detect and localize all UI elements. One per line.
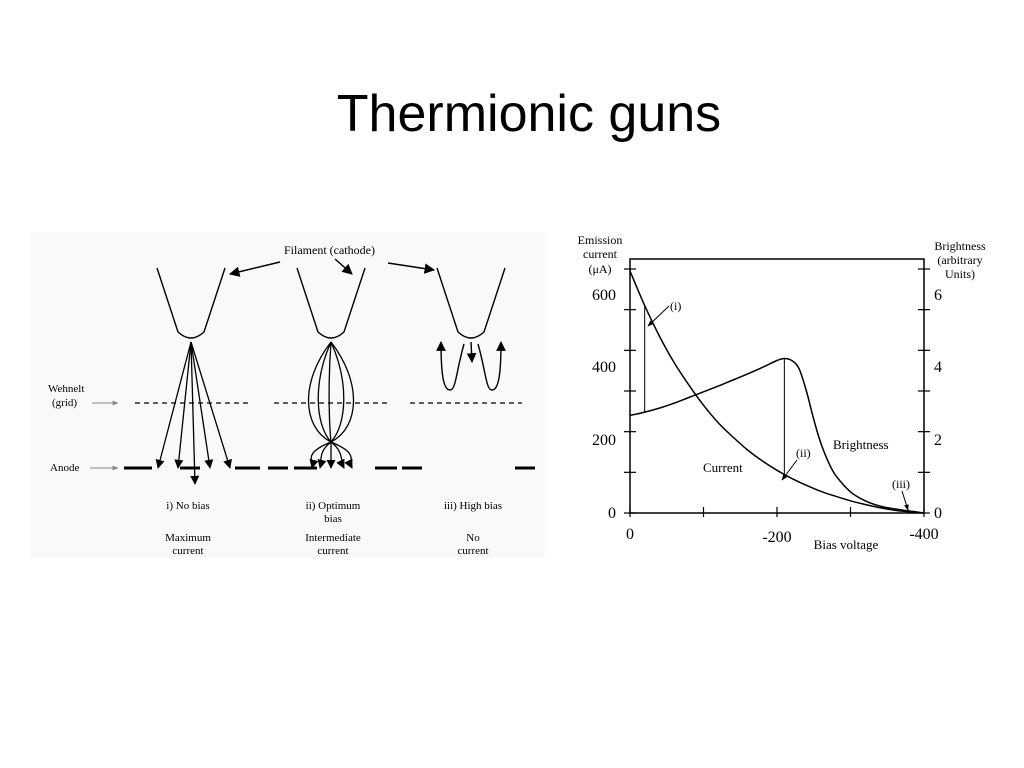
x-tick-label-200: -200 <box>762 529 791 546</box>
left-tick-label-200: 200 <box>592 432 616 449</box>
annotation-ii: (ii) <box>796 446 811 460</box>
x-tick-label-400: -400 <box>909 526 938 543</box>
case-i-result-line2: current <box>172 545 203 557</box>
x-axis-label: Bias voltage <box>814 537 879 552</box>
case-iii-result-line2: current <box>457 545 488 557</box>
marker-lines <box>644 305 785 475</box>
series-brightness-line <box>629 357 925 514</box>
annotation-ii-pointer <box>781 459 798 481</box>
beam-high-bias <box>436 341 506 391</box>
filament-pointer-3 <box>387 262 436 274</box>
right-tick-label-6: 6 <box>934 287 942 304</box>
filament-pointer-2 <box>334 258 353 275</box>
case-i-result-line1: Maximum <box>165 532 211 544</box>
case-ii-caption-line2: bias <box>324 513 342 525</box>
annotation-i-pointer <box>647 305 670 327</box>
left-axis-title-line1: Emission <box>578 233 623 247</box>
filament-pointer-1 <box>228 261 281 277</box>
annotation-iii: (iii) <box>892 477 910 491</box>
plot-frame <box>629 258 925 514</box>
series-current-line <box>629 270 925 514</box>
right-tick-label-0: 0 <box>934 505 942 522</box>
filament-cathode-2 <box>296 267 366 339</box>
beam-optimum-bias <box>307 341 355 469</box>
anode-label: Anode <box>50 462 79 474</box>
filament-cathode-3 <box>436 267 506 339</box>
left-axis-title-line2: current <box>583 247 618 261</box>
x-tick-label-0: 0 <box>626 526 634 543</box>
filament-cathode-1 <box>156 267 226 339</box>
right-axis-title-line3: Units) <box>945 267 975 281</box>
left-axis-title-line3: (μA) <box>588 262 611 276</box>
bias-voltage-chart: Emission current (μA) Brightness (arbitr… <box>568 228 992 558</box>
curve-label-current: Current <box>703 460 743 475</box>
chart-svg: Emission current (μA) Brightness (arbitr… <box>578 233 986 552</box>
filament-label: Filament (cathode) <box>284 243 375 257</box>
left-tick-label-600: 600 <box>592 287 616 304</box>
left-tick-label-0: 0 <box>608 505 616 522</box>
case-i-caption: i) No bias <box>166 500 209 512</box>
left-tick-label-400: 400 <box>592 359 616 376</box>
right-axis-title-line2: (arbitrary <box>937 253 982 267</box>
curve-label-brightness: Brightness <box>833 437 889 452</box>
annotation-iii-pointer <box>901 490 909 511</box>
x-axis-ticks <box>629 507 925 517</box>
beam-no-bias <box>155 341 232 485</box>
wehnelt-label-line1: Wehnelt <box>48 383 84 395</box>
right-axis-title-line1: Brightness <box>934 239 986 253</box>
right-tick-label-2: 2 <box>934 432 942 449</box>
slide-title: Thermionic guns <box>336 85 722 143</box>
annotation-i: (i) <box>670 299 681 313</box>
gun-bias-diagram: Filament (cathode) Wehnelt (grid) Anode <box>30 232 545 557</box>
wehnelt-label-line2: (grid) <box>52 397 77 409</box>
right-tick-label-4: 4 <box>934 359 942 376</box>
case-iii-caption: iii) High bias <box>444 500 502 512</box>
case-iii-result-line1: No <box>466 532 480 544</box>
gun-diagram-svg: Filament (cathode) Wehnelt (grid) Anode <box>48 243 535 557</box>
case-ii-result-line2: current <box>317 545 348 557</box>
case-ii-result-line1: Intermediate <box>305 532 361 544</box>
case-ii-caption-line1: ii) Optimum <box>306 500 361 512</box>
